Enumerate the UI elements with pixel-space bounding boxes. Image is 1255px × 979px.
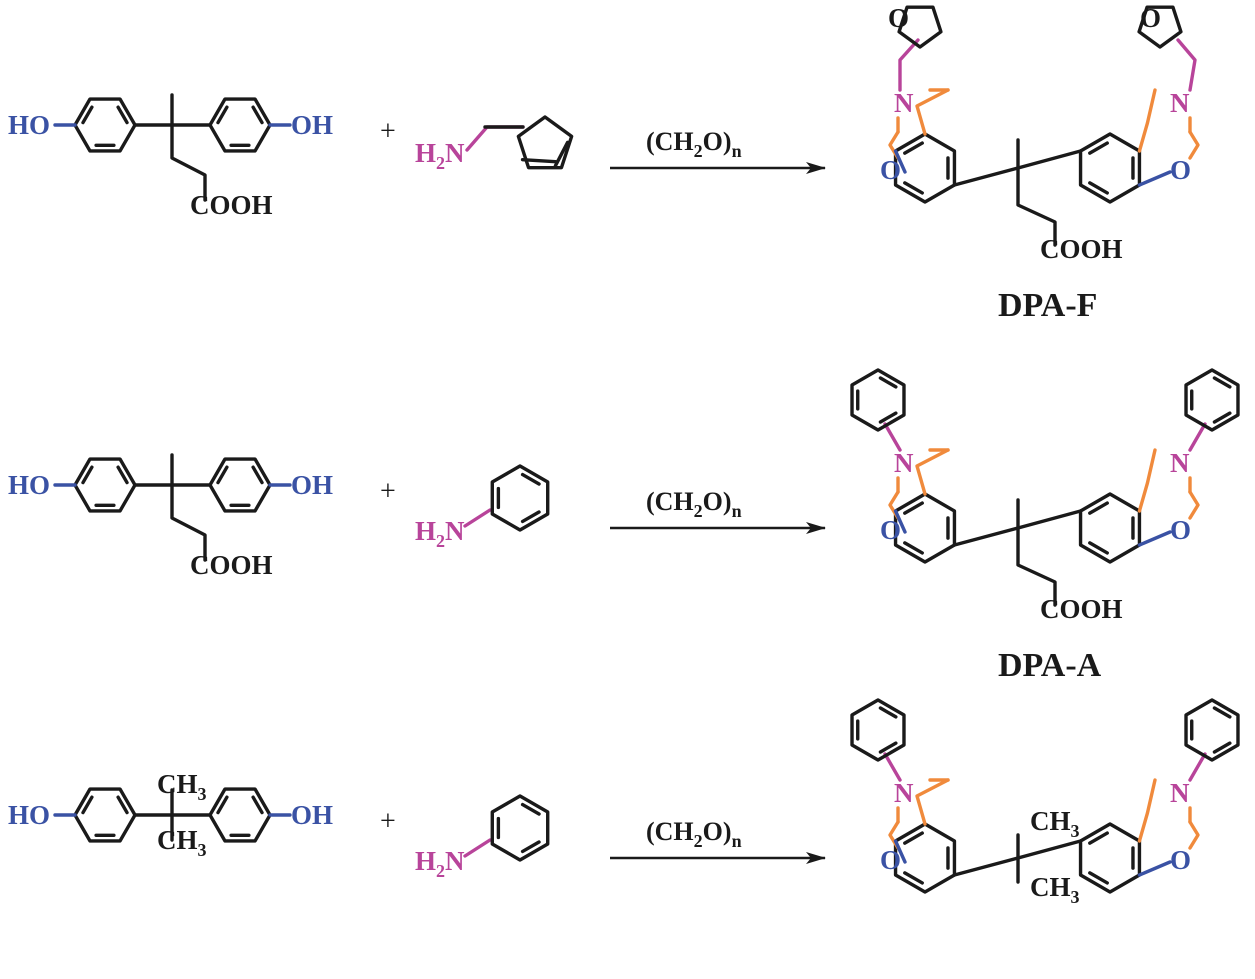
aniline-ring (490, 794, 550, 862)
aniline-ring (490, 464, 550, 532)
product-name: DPA-A (998, 647, 1102, 684)
hydroxyl-left-label: HO (8, 800, 50, 830)
hydroxyl-right-label: OH (291, 800, 333, 830)
phenol-ring-right (208, 787, 272, 843)
amine-label: H2N (415, 846, 465, 881)
carboxylic-acid-label: COOH (190, 190, 273, 220)
product-o-left: O (880, 515, 901, 545)
product-name: DPA-F (998, 287, 1097, 324)
phenol-ring-right (208, 457, 272, 513)
bisphenol-reactant: HO OH COOH (8, 453, 333, 580)
plus-sign: + (380, 116, 396, 147)
n-phenyl-right (1184, 698, 1240, 762)
phenol-ring-right (208, 97, 272, 153)
benzoxazine-product: COOH N O N O O O DPA-F (880, 3, 1200, 324)
benzoxazine-product: COOH N O N O DPA-A (850, 368, 1240, 684)
product-o-left: O (880, 155, 901, 185)
product-ring-right (1078, 492, 1142, 564)
product-n-right: N (1170, 88, 1190, 118)
product-methyl-top-label: CH3 (1030, 806, 1080, 841)
hydroxyl-right-label: OH (291, 470, 333, 500)
reaction-arrow: (CH2O)n (610, 127, 826, 174)
benzoxazine-product: CH3CH3NONOBPA-A (850, 698, 1240, 979)
product-ring-right (1078, 132, 1142, 204)
methyl-top-label: CH3 (157, 769, 207, 804)
product-o-left: O (880, 845, 901, 875)
aniline-reagent: H2N (415, 464, 550, 551)
hydroxyl-left-label: HO (8, 470, 50, 500)
furan-ring-left: O (888, 3, 943, 49)
amine-label: H2N (415, 138, 465, 173)
condition-label: (CH2O)n (646, 817, 742, 851)
carboxylic-acid-label: COOH (190, 550, 273, 580)
plus-sign: + (380, 806, 396, 837)
product-furan-o-right: O (1140, 3, 1161, 33)
bisphenol-reactant: HO OH COOH (8, 93, 333, 220)
aniline-reagent: H2N (415, 794, 550, 881)
phenol-ring-left (73, 457, 137, 513)
product-n-right: N (1170, 778, 1190, 808)
condition-label: (CH2O)n (646, 487, 742, 521)
product-n-right: N (1170, 448, 1190, 478)
condition-label: (CH2O)n (646, 127, 742, 161)
five-membered-ring (516, 115, 574, 170)
product-methyl-bottom-label: CH3 (1030, 872, 1080, 907)
hydroxyl-right-label: OH (291, 110, 333, 140)
reaction-arrow: (CH2O)n (610, 817, 826, 864)
phenol-ring-left (73, 787, 137, 843)
product-n-left: N (894, 448, 914, 478)
product-o-right: O (1170, 845, 1191, 875)
furfurylamine-reagent: H2N (415, 115, 574, 173)
product-name: BPA-A (998, 977, 1100, 979)
product-furan-o-left: O (888, 3, 909, 33)
methyl-bottom-label: CH3 (157, 825, 207, 860)
product-ring-right (1078, 822, 1142, 894)
product-o-right: O (1170, 155, 1191, 185)
n-phenyl-right (1184, 368, 1240, 432)
product-acid-label: COOH (1040, 594, 1123, 624)
phenol-ring-left (73, 97, 137, 153)
amine-label: H2N (415, 516, 465, 551)
n-phenyl-left (850, 368, 906, 432)
product-acid-label: COOH (1040, 234, 1123, 264)
furan-ring-right: O (1137, 3, 1183, 49)
hydroxyl-left-label: HO (8, 110, 50, 140)
plus-sign: + (380, 476, 396, 507)
product-n-left: N (894, 88, 914, 118)
product-o-right: O (1170, 515, 1191, 545)
product-n-left: N (894, 778, 914, 808)
reaction-arrow: (CH2O)n (610, 487, 826, 534)
n-phenyl-left (850, 698, 906, 762)
